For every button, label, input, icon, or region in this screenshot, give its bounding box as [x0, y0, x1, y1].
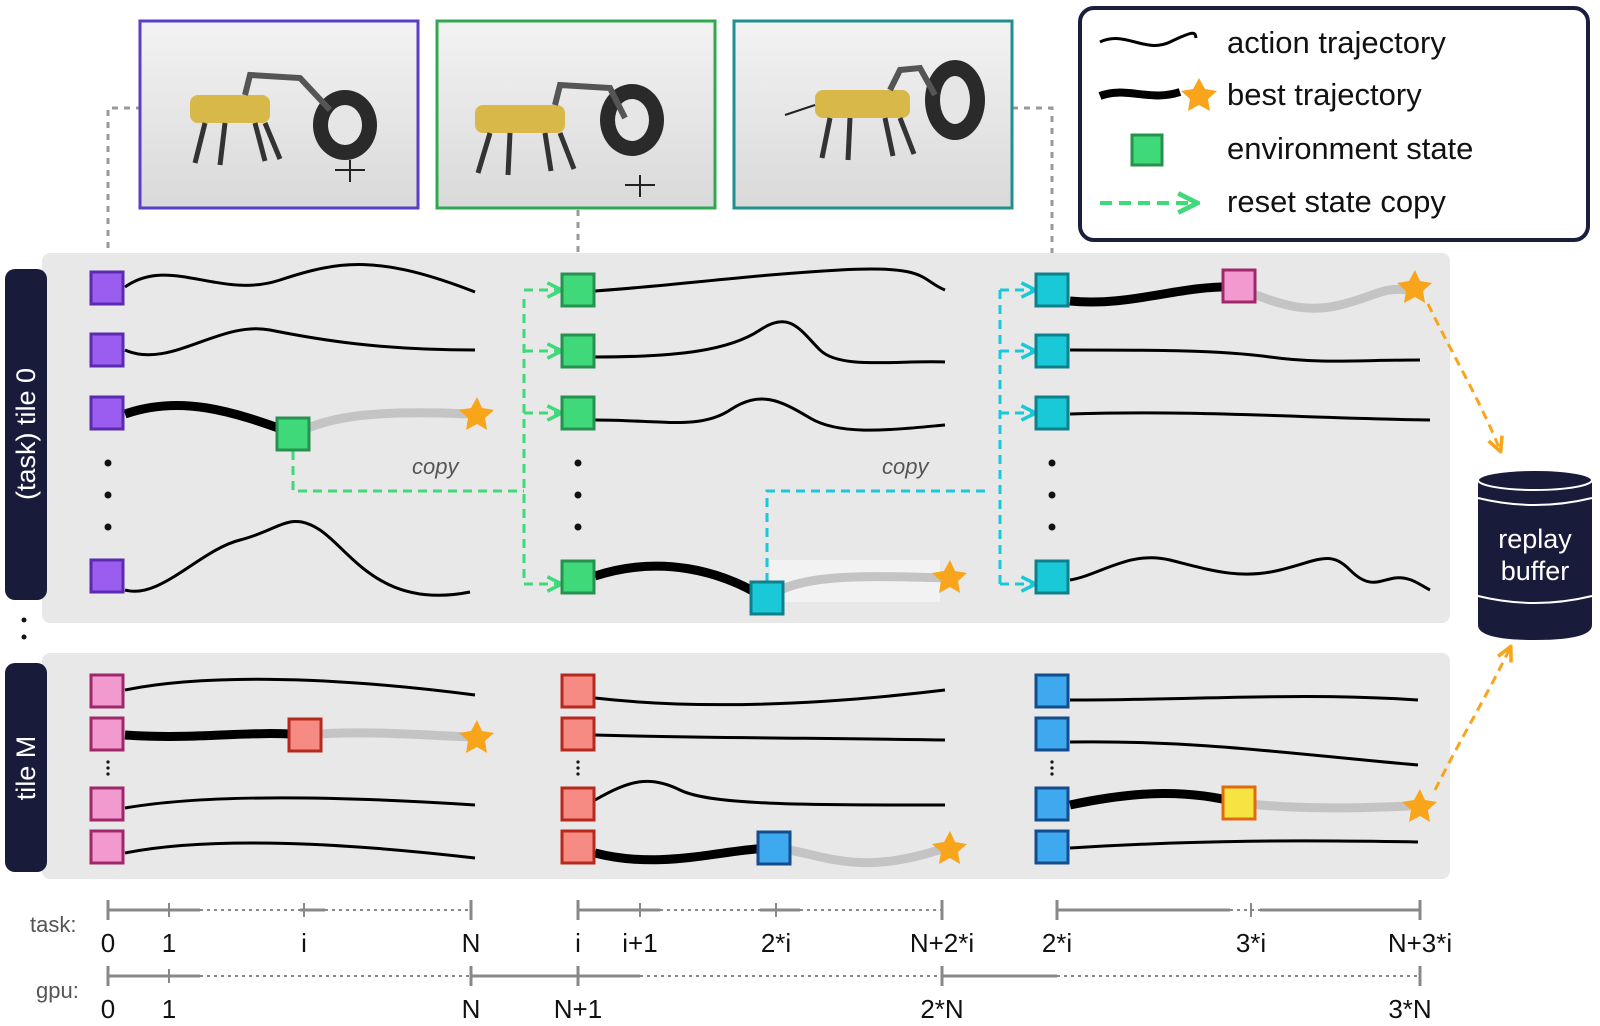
svg-text:1: 1 [162, 928, 176, 958]
task-tick-labels: 0 1 i N i i+1 2*i N+2*i 2*i 3*i N+3*i [101, 928, 1452, 958]
svg-text:N+3*i: N+3*i [1388, 928, 1452, 958]
tile-m-panel [42, 653, 1450, 879]
svg-text:1: 1 [162, 994, 176, 1021]
svg-text:N+2*i: N+2*i [910, 928, 974, 958]
robot-image-1 [138, 19, 420, 210]
svg-text:3*i: 3*i [1236, 928, 1266, 958]
tile-0-tab [5, 269, 47, 600]
svg-text:N: N [462, 994, 481, 1021]
star-icon [932, 560, 967, 593]
legend-box [1078, 6, 1590, 242]
svg-text:3*N: 3*N [1388, 994, 1431, 1021]
replay-buffer-label-1: replay [1498, 524, 1572, 554]
task-axis-label: task: [30, 912, 76, 937]
tile-0-panel [42, 253, 1450, 623]
tile-m-states [89, 673, 1257, 866]
copy-label-2: copy [882, 454, 930, 479]
copy-paths-cyan [765, 290, 1034, 584]
svg-text:i: i [575, 928, 581, 958]
svg-text:2*i: 2*i [761, 928, 791, 958]
vertical-ellipses [104, 459, 1056, 776]
tiles-ellipsis [21, 617, 27, 640]
gpu-axis-label: gpu: [36, 978, 79, 1003]
best-stars [459, 270, 1437, 864]
svg-text:2*N: 2*N [920, 994, 963, 1021]
star-icon [459, 720, 494, 753]
legend-green-square-icon [1130, 133, 1164, 167]
legend-label-action-trajectory: action trajectory [1227, 25, 1446, 60]
tile-m-trajectories [124, 677, 1419, 860]
robot-image-3 [732, 19, 1014, 210]
copy-label-1: copy [412, 454, 460, 479]
tile-0-states [89, 268, 1257, 616]
svg-text:i: i [301, 928, 307, 958]
star-icon [1402, 789, 1437, 822]
legend-label-best-trajectory: best trajectory [1227, 77, 1422, 112]
tile-m-tab [5, 663, 47, 872]
copy-paths-green [291, 290, 560, 584]
svg-text:0: 0 [101, 928, 115, 958]
legend-label-reset-state-copy: reset state copy [1227, 184, 1446, 219]
svg-text:0: 0 [101, 994, 115, 1021]
task-axis [106, 900, 1422, 920]
legend-star-icon [1181, 78, 1217, 111]
svg-text:2*i: 2*i [1042, 928, 1072, 958]
star-icon [932, 831, 967, 864]
legend: action trajectory best trajectory enviro… [1078, 6, 1590, 242]
tile-m-label: tile M [11, 736, 41, 801]
legend-label-environment-state: environment state [1227, 131, 1473, 166]
svg-text:N+1: N+1 [554, 994, 602, 1021]
star-icon [1397, 270, 1432, 303]
legend-thin-line-icon [1099, 31, 1198, 47]
tile-0-trajectories [124, 263, 1431, 597]
star-icon [459, 397, 494, 430]
legend-thick-line-icon [1098, 88, 1182, 100]
replay-arrows [1426, 303, 1510, 791]
robot-image-2 [435, 19, 717, 210]
svg-text:N: N [462, 928, 481, 958]
replay-buffer: replay buffer [1477, 469, 1593, 640]
gpu-axis [106, 966, 1422, 986]
replay-buffer-label-2: buffer [1501, 556, 1570, 586]
gpu-tick-labels: 0 1 N N+1 2*N 3*N [101, 994, 1432, 1024]
svg-text:i+1: i+1 [622, 928, 657, 958]
tile-0-label: (task) tile 0 [11, 368, 41, 500]
